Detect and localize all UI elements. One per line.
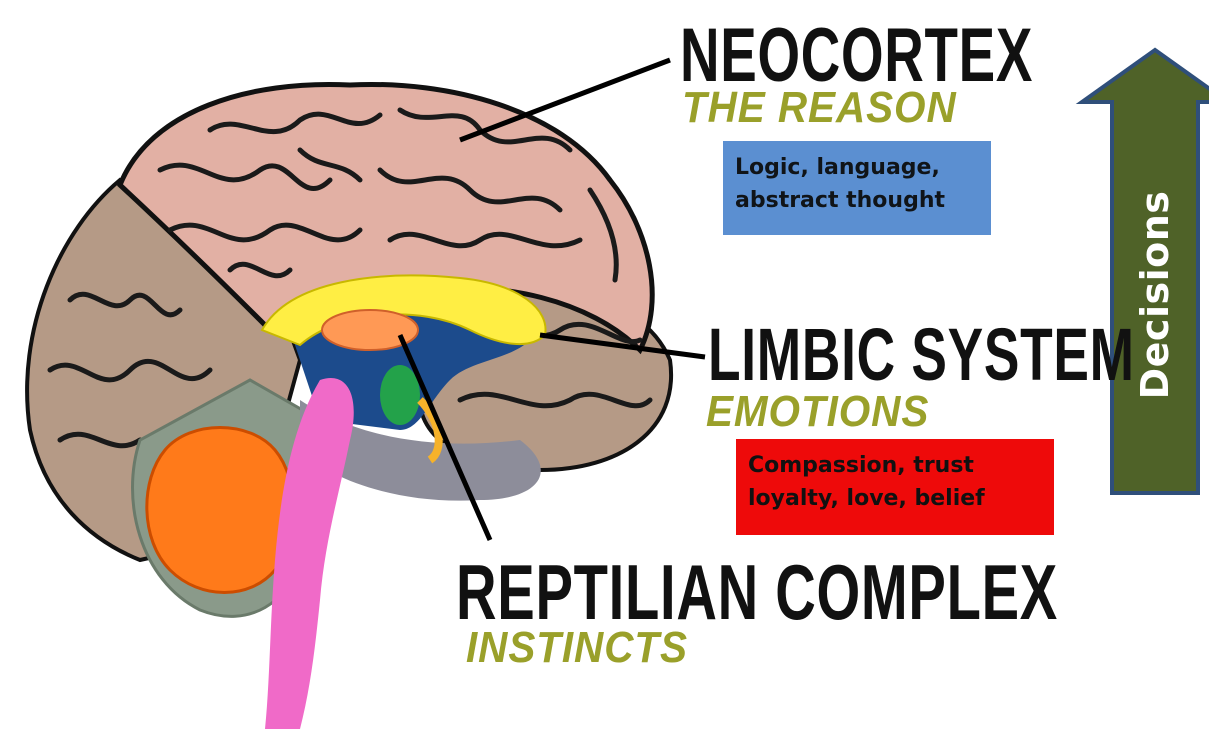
limbic-note-line: loyalty, love, belief (748, 482, 1054, 515)
reptilian-title: REPTILIAN COMPLEX (456, 553, 1058, 631)
neocortex-note-line: Logic, language, (735, 151, 991, 184)
limbic-title: LIMBIC SYSTEM (708, 318, 1135, 392)
cerebellum (147, 428, 294, 593)
reptilian-subtitle: INSTINCTS (466, 626, 688, 670)
limbic-note-line: Compassion, trust (748, 449, 1054, 482)
amygdala (380, 365, 420, 425)
decisions-label: Decisions (1133, 191, 1177, 400)
limbic-note: Compassion, trust loyalty, love, belief (736, 439, 1054, 535)
limbic-subtitle: EMOTIONS (706, 390, 929, 434)
neocortex-note: Logic, language, abstract thought (723, 141, 991, 235)
neocortex-note-line: abstract thought (735, 184, 991, 217)
neocortex-subtitle: THE REASON (682, 86, 957, 130)
